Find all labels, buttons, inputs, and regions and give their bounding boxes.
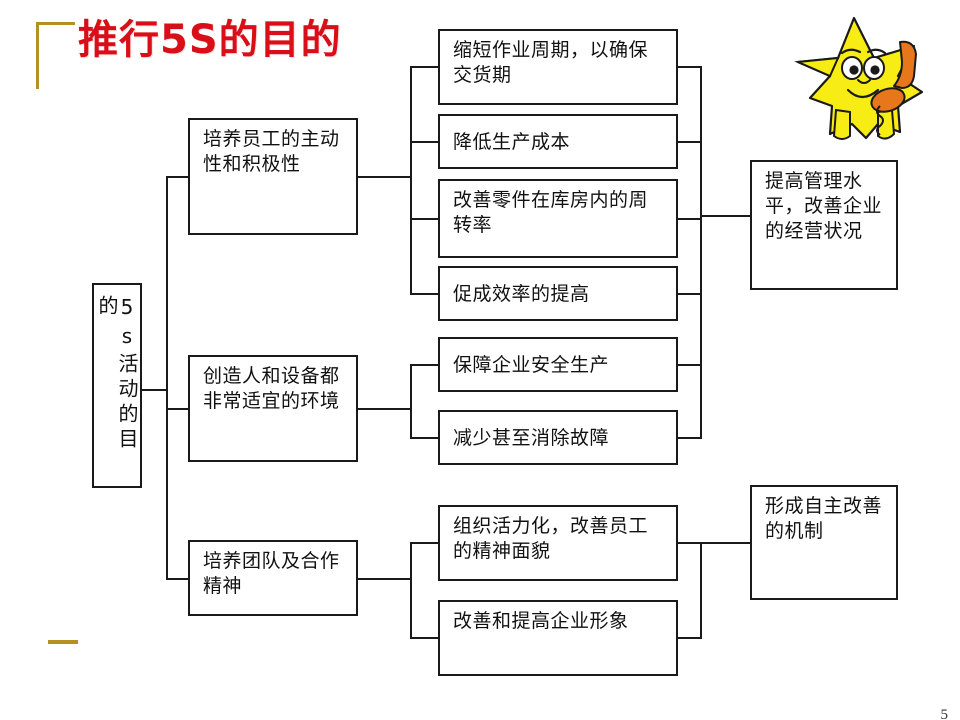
- connector-leaf-2-right: [678, 141, 702, 143]
- connector-branch-3-stub: [358, 578, 412, 580]
- connector-group-c-leaf-1: [410, 542, 440, 544]
- title-bracket-decoration: [36, 22, 75, 89]
- diagram-leaf-label-6: 减少甚至消除故障: [453, 426, 610, 449]
- diagram-outcome-node-1[interactable]: 提高管理水平，改善企业的经营状况: [750, 160, 898, 290]
- connector-group-b-leaf-1: [410, 364, 440, 366]
- connector-trunk-to-branch-3: [166, 578, 190, 580]
- diagram-leaf-label-5: 保障企业安全生产: [453, 353, 610, 376]
- diagram-leaf-label-8: 改善和提高企业形象: [453, 610, 629, 632]
- diagram-leaf-node-7[interactable]: 组织活力化，改善员工的精神面貌: [438, 505, 678, 581]
- connector-group-a-leaf-3: [410, 218, 440, 220]
- connector-trunk-vertical: [166, 176, 168, 579]
- connector-group-a-vertical: [410, 66, 412, 293]
- page-number: 5: [940, 707, 949, 720]
- connector-leaf-5-right: [678, 364, 702, 366]
- diagram-branch-node-3[interactable]: 培养团队及合作精神: [188, 540, 358, 616]
- diagram-leaf-label-2: 降低生产成本: [453, 130, 571, 153]
- star-with-telephone-icon: [782, 6, 954, 146]
- diagram-leaf-label-1: 缩短作业周期，以确保交货期: [453, 39, 649, 87]
- diagram-leaf-node-3[interactable]: 改善零件在库房内的周转率: [438, 179, 678, 258]
- connector-group-b-vertical: [410, 364, 412, 438]
- diagram-leaf-node-8[interactable]: 改善和提高企业形象: [438, 600, 678, 676]
- connector-trunk-to-branch-2: [166, 408, 190, 410]
- connector-branch-1-stub: [358, 176, 412, 178]
- diagram-leaf-node-4[interactable]: 促成效率的提高: [438, 266, 678, 321]
- diagram-leaf-label-4: 促成效率的提高: [453, 282, 590, 305]
- connector-leaf-4-right: [678, 293, 702, 295]
- connector-group-c-vertical: [410, 542, 412, 638]
- diagram-branch-label-3: 培养团队及合作精神: [203, 550, 340, 598]
- diagram-leaf-node-6[interactable]: 减少甚至消除故障: [438, 410, 678, 465]
- diagram-leaf-label-7: 组织活力化，改善员工的精神面貌: [453, 515, 649, 563]
- page-title: 推行5S的目的: [78, 17, 342, 63]
- diagram-branch-label-2: 创造人和设备都非常适宜的环境: [203, 365, 340, 413]
- diagram-leaf-label-3: 改善零件在库房内的周转率: [453, 189, 649, 237]
- connector-root-to-trunk: [142, 389, 168, 391]
- connector-leaf-7-right: [678, 542, 702, 544]
- connector-outcome-1-vertical: [700, 66, 702, 437]
- connector-group-b-leaf-2: [410, 437, 440, 439]
- diagram-branch-node-2[interactable]: 创造人和设备都非常适宜的环境: [188, 355, 358, 462]
- connector-outcome-2-vertical: [700, 542, 702, 637]
- diagram-root-label: 5s活动的目的: [95, 295, 139, 453]
- connector-group-c-leaf-2: [410, 637, 440, 639]
- diagram-leaf-node-1[interactable]: 缩短作业周期，以确保交货期: [438, 29, 678, 105]
- connector-group-a-leaf-2: [410, 141, 440, 143]
- connector-to-outcome-2: [700, 542, 750, 544]
- diagram-root-node[interactable]: 5s活动的目的: [92, 283, 142, 488]
- connector-trunk-to-branch-1: [166, 176, 190, 178]
- diagram-leaf-node-2[interactable]: 降低生产成本: [438, 114, 678, 169]
- diagram-leaf-node-5[interactable]: 保障企业安全生产: [438, 337, 678, 392]
- diagram-outcome-label-2: 形成自主改善的机制: [765, 495, 883, 543]
- connector-leaf-8-right: [678, 637, 702, 639]
- diagram-outcome-label-1: 提高管理水平，改善企业的经营状况: [765, 170, 883, 243]
- diagram-branch-label-1: 培养员工的主动性和积极性: [203, 128, 340, 176]
- connector-group-a-leaf-4: [410, 293, 440, 295]
- connector-leaf-6-right: [678, 437, 702, 439]
- connector-group-a-leaf-1: [410, 66, 440, 68]
- connector-to-outcome-1: [700, 215, 750, 217]
- diagram-outcome-node-2[interactable]: 形成自主改善的机制: [750, 485, 898, 600]
- footer-dash-decoration: [48, 640, 78, 644]
- connector-leaf-3-right: [678, 218, 702, 220]
- connector-leaf-1-right: [678, 66, 702, 68]
- diagram-branch-node-1[interactable]: 培养员工的主动性和积极性: [188, 118, 358, 235]
- connector-branch-2-stub: [358, 408, 412, 410]
